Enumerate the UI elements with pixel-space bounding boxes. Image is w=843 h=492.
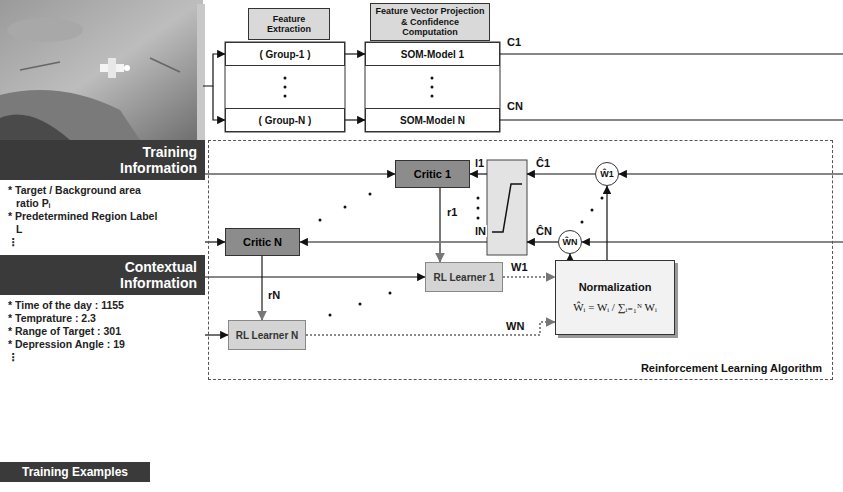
box-text: * Predetermined Region Label L bbox=[0, 210, 205, 236]
learner-box: RL Learner 1 bbox=[425, 262, 503, 292]
box-text: * Time of the day : 1155 bbox=[0, 299, 205, 312]
box-label: Reinforcement Learning Algorithm bbox=[641, 362, 822, 374]
photo-target bbox=[100, 58, 130, 78]
som-model-box: SOM-Model N bbox=[365, 108, 500, 132]
som-model-box: SOM-Model 1 bbox=[365, 42, 500, 66]
weight-circle: Ŵ1 bbox=[595, 162, 619, 186]
edge-label: rN bbox=[267, 289, 281, 301]
box-label: RL Learner N bbox=[236, 330, 299, 341]
box-label: Critic 1 bbox=[414, 168, 451, 180]
box-label: Normalization bbox=[579, 281, 652, 293]
box-label: Feature Extraction bbox=[252, 14, 326, 35]
connector bbox=[205, 276, 425, 277]
caption-band: Training Examples bbox=[0, 462, 150, 482]
box-text: * Target / Background area ratio Pᵢ bbox=[0, 184, 205, 210]
connector bbox=[205, 173, 395, 174]
edge-label: r1 bbox=[446, 206, 458, 218]
box-label: ( Group-N ) bbox=[259, 115, 312, 126]
column-header: Feature Extraction bbox=[248, 8, 330, 40]
info-panel: Contextual Information * Time of the day … bbox=[0, 255, 205, 365]
group-column bbox=[225, 42, 345, 132]
box-text: * Temprature : 2.3 bbox=[0, 312, 205, 325]
connector bbox=[345, 119, 365, 120]
feature-group-box: ( Group-1 ) bbox=[225, 42, 345, 66]
signal-label: lN bbox=[474, 225, 487, 237]
edge-label: WN bbox=[505, 320, 525, 332]
box-label: RL Learner 1 bbox=[434, 272, 495, 283]
learner-box: RL Learner N bbox=[228, 320, 306, 350]
signal-label: ĈN bbox=[535, 225, 553, 237]
signal-label: Ĉ1 bbox=[535, 157, 551, 169]
box-label: SOM-Model 1 bbox=[401, 49, 464, 60]
box-text: ⋮ bbox=[0, 351, 205, 364]
connector bbox=[503, 276, 555, 278]
connector bbox=[606, 186, 607, 260]
box-text: * Depression Angle : 19 bbox=[0, 338, 205, 351]
box-label: Critic N bbox=[243, 236, 282, 248]
photo-shadow bbox=[197, 4, 205, 140]
photo-field bbox=[7, 18, 83, 42]
step-function bbox=[487, 160, 527, 255]
box-label: ( Group-1 ) bbox=[259, 49, 310, 60]
column-header: Feature Vector Projection & Confidence C… bbox=[370, 3, 490, 41]
connector bbox=[439, 188, 441, 262]
box-label: Training Information bbox=[0, 140, 205, 180]
box-text: Ŵᵢ = Wᵢ / ∑ᵢ₌₁ᴺ Wᵢ bbox=[573, 301, 657, 314]
box-text: * Range of Target : 301 bbox=[0, 325, 205, 338]
edge-label: W1 bbox=[510, 261, 529, 273]
signal-label: l1 bbox=[474, 157, 485, 169]
som-column bbox=[365, 42, 500, 132]
connector bbox=[345, 53, 365, 54]
photo-ground bbox=[0, 0, 203, 140]
aerial-photo bbox=[0, 0, 205, 140]
weight-circle: ŴN bbox=[558, 230, 582, 254]
info-panel: Training Information * Target / Backgroun… bbox=[0, 140, 205, 250]
photo-terrain bbox=[0, 90, 140, 140]
feature-group-box: ( Group-N ) bbox=[225, 108, 345, 132]
signal-label: CN bbox=[506, 100, 524, 112]
box-label: Training Examples bbox=[22, 465, 128, 479]
box-text: ⋮ bbox=[0, 236, 205, 249]
critic-box: Critic N bbox=[225, 228, 300, 256]
signal-label: C1 bbox=[506, 36, 522, 48]
photo-road bbox=[20, 58, 180, 72]
photo-terrain bbox=[0, 114, 70, 140]
box-label: ŴN bbox=[563, 237, 578, 247]
box-label: SOM-Model N bbox=[400, 115, 465, 126]
box-label: Ŵ1 bbox=[600, 169, 614, 179]
critic-box: Critic 1 bbox=[395, 160, 470, 188]
signal-lines bbox=[203, 54, 843, 242]
box-label: Contextual Information bbox=[0, 255, 205, 295]
connector bbox=[261, 256, 263, 320]
algorithm-region: Reinforcement Learning Algorithm Critic 1… bbox=[208, 140, 833, 380]
normalization-box: Normalization Ŵᵢ = Wᵢ / ∑ᵢ₌₁ᴺ Wᵢ bbox=[555, 260, 675, 335]
box-label: Feature Vector Projection & Confidence C… bbox=[374, 6, 486, 38]
